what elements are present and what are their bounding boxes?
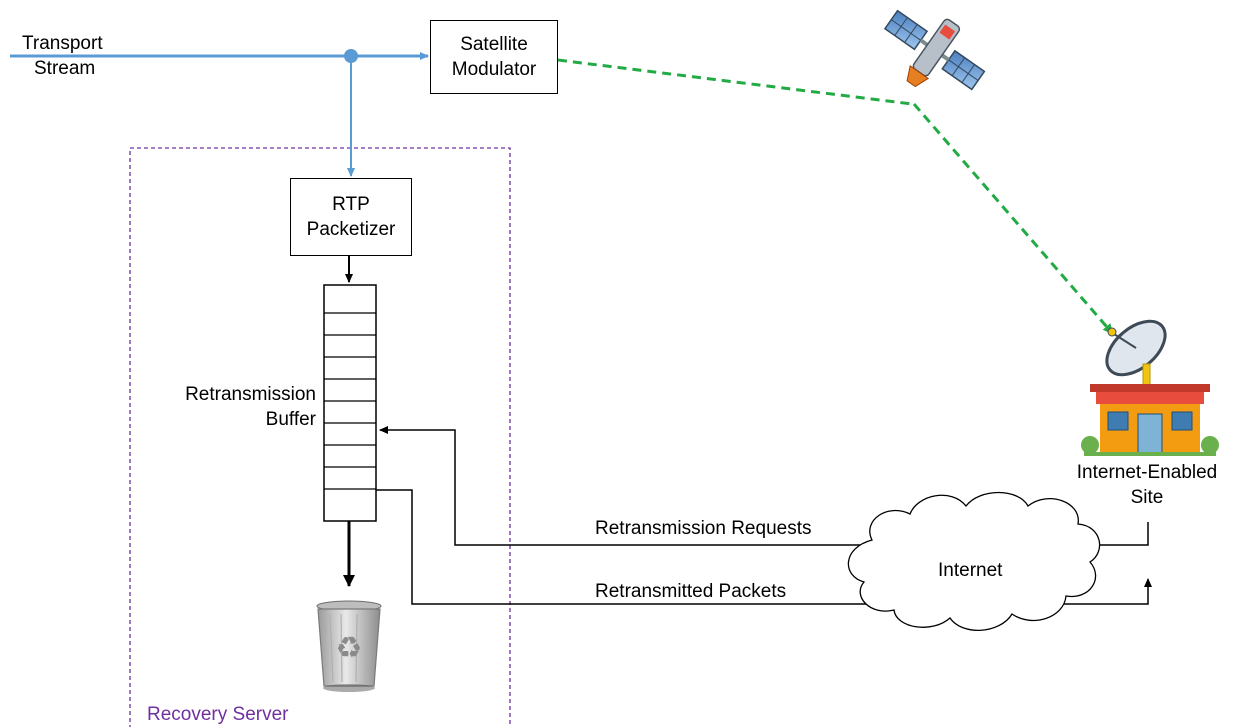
rtp-packetizer-box: RTP Packetizer	[290, 178, 412, 256]
svg-text:♻: ♻	[336, 631, 363, 666]
recovery-server-region	[129, 147, 511, 727]
transport-label-line2: Stream	[34, 58, 96, 79]
packetizer-label-line2: Packetizer	[306, 219, 396, 240]
satellite-dish-icon	[1105, 319, 1167, 389]
cloud-icon	[847, 491, 1101, 631]
site-label-line2: Site	[1130, 487, 1164, 508]
internet-enabled-site-label: Internet-Enabled Site	[1062, 460, 1232, 510]
retransmission-buffer-label: Retransmission Buffer	[156, 382, 316, 432]
satellite-modulator-box: Satellite Modulator	[430, 20, 558, 94]
uplink-path	[557, 58, 913, 106]
building-icon	[1081, 384, 1219, 456]
packetizer-label-line1: RTP	[332, 194, 370, 215]
retransmission-buffer	[323, 284, 377, 522]
recovery-server-label: Recovery Server	[147, 704, 289, 725]
retransmission-requests-path	[379, 426, 1149, 546]
retransmitted-packets-path	[376, 489, 1152, 605]
site-label-line1: Internet-Enabled	[1076, 462, 1218, 483]
buffer-label-line1: Retransmission	[185, 384, 316, 405]
retransmitted-packets-label: Retransmitted Packets	[595, 581, 787, 602]
recycle-bin-icon: ♻	[316, 600, 382, 692]
downlink-path	[912, 103, 1115, 335]
transport-label-line1: Transport	[22, 33, 103, 54]
internet-label: Internet	[938, 560, 1003, 581]
buffer-label-line2: Buffer	[265, 409, 316, 430]
retransmission-requests-label: Retransmission Requests	[595, 518, 812, 539]
satellite-icon	[883, 9, 986, 91]
modulator-label-line2: Modulator	[451, 59, 537, 80]
transport-stream-label: Transport Stream	[22, 31, 103, 81]
modulator-label-line1: Satellite	[460, 34, 528, 55]
